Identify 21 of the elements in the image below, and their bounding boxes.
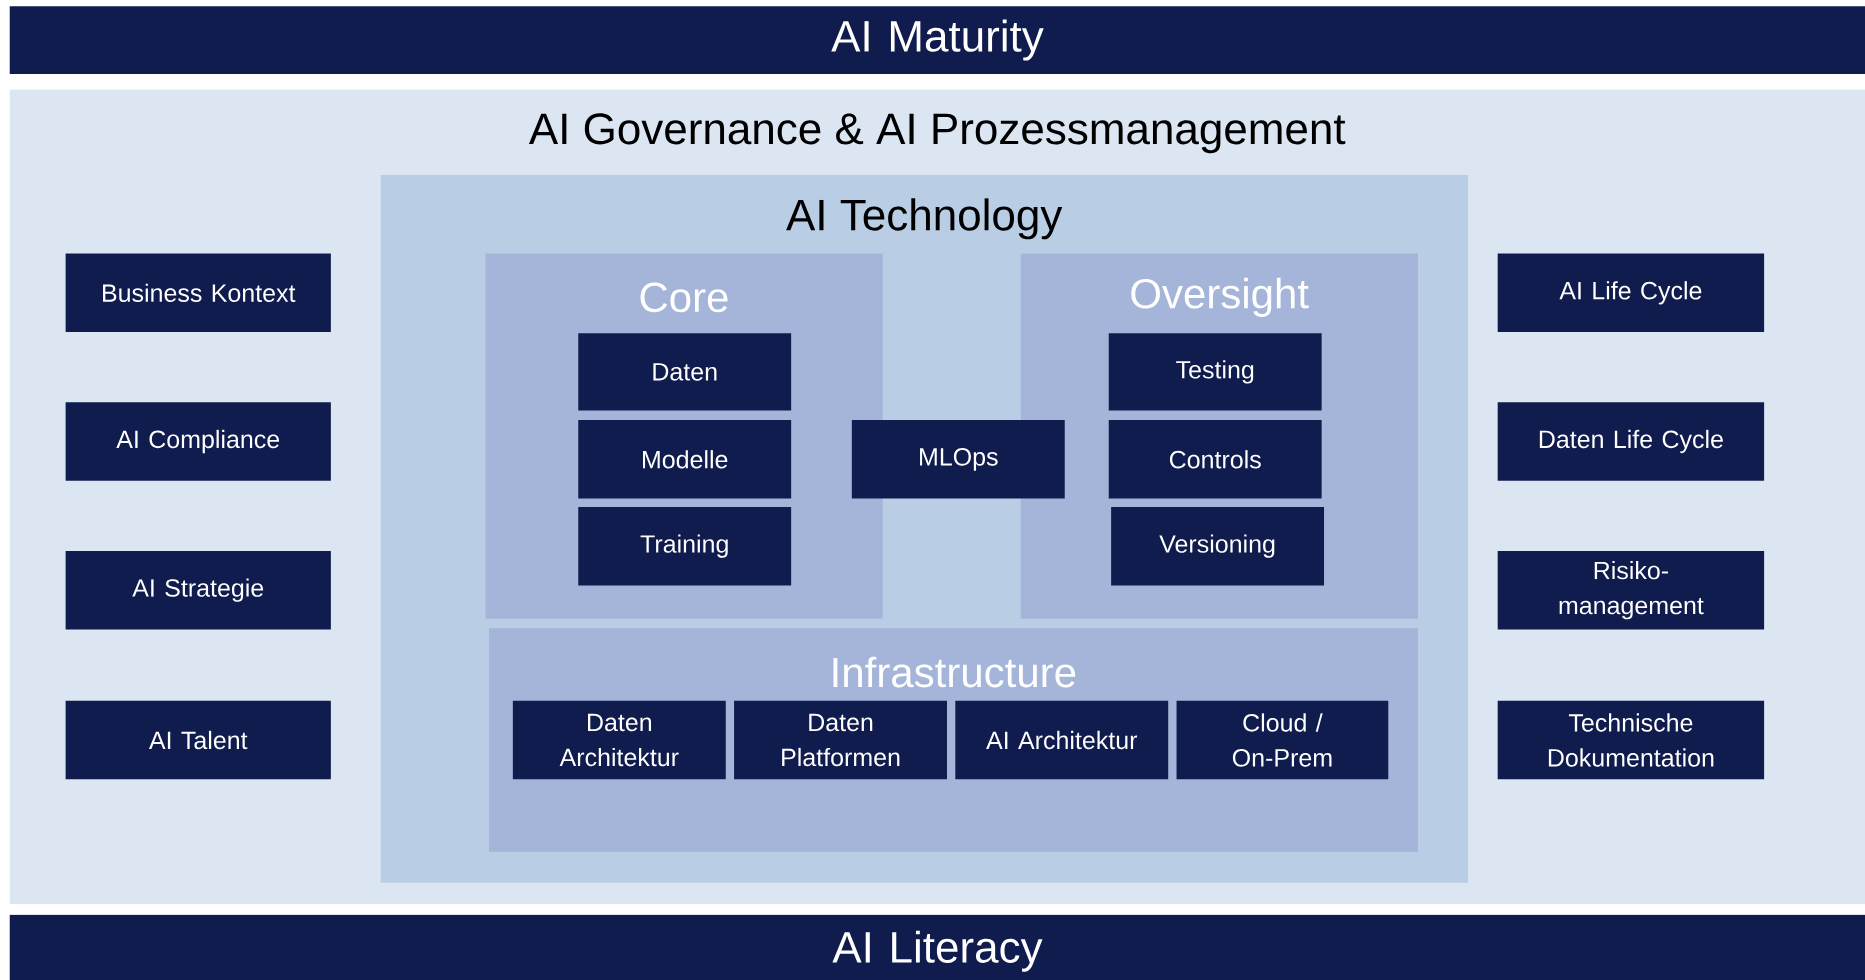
label-box: MLOps <box>851 420 1065 499</box>
label-box: Modelle <box>578 420 792 499</box>
label-box: AI Architektur <box>955 700 1169 780</box>
label-box: Versioning <box>1111 506 1325 586</box>
label-box: Risiko-management <box>1497 550 1765 630</box>
label-box: Business Kontext <box>65 253 331 333</box>
label-box: Daten Architektur <box>512 700 726 780</box>
label-box: Testing <box>1108 333 1322 411</box>
label-box: Training <box>578 506 792 586</box>
label-box: Cloud / On-Prem <box>1176 700 1389 780</box>
label-box: AI Talent <box>65 700 331 780</box>
label-box: Daten Life Cycle <box>1497 402 1765 481</box>
label-box: Controls <box>1108 420 1322 499</box>
label-box: Daten <box>578 333 792 411</box>
banner: AI Literacy <box>9 914 1865 980</box>
label-box: AI Strategie <box>65 550 331 630</box>
label-box: AI Life Cycle <box>1497 253 1765 333</box>
label-box: AI Compliance <box>65 402 331 481</box>
banner: AI Maturity <box>9 6 1865 74</box>
label-box: Technische Dokumentation <box>1497 700 1765 780</box>
label-box: Daten Platformen <box>734 700 947 780</box>
